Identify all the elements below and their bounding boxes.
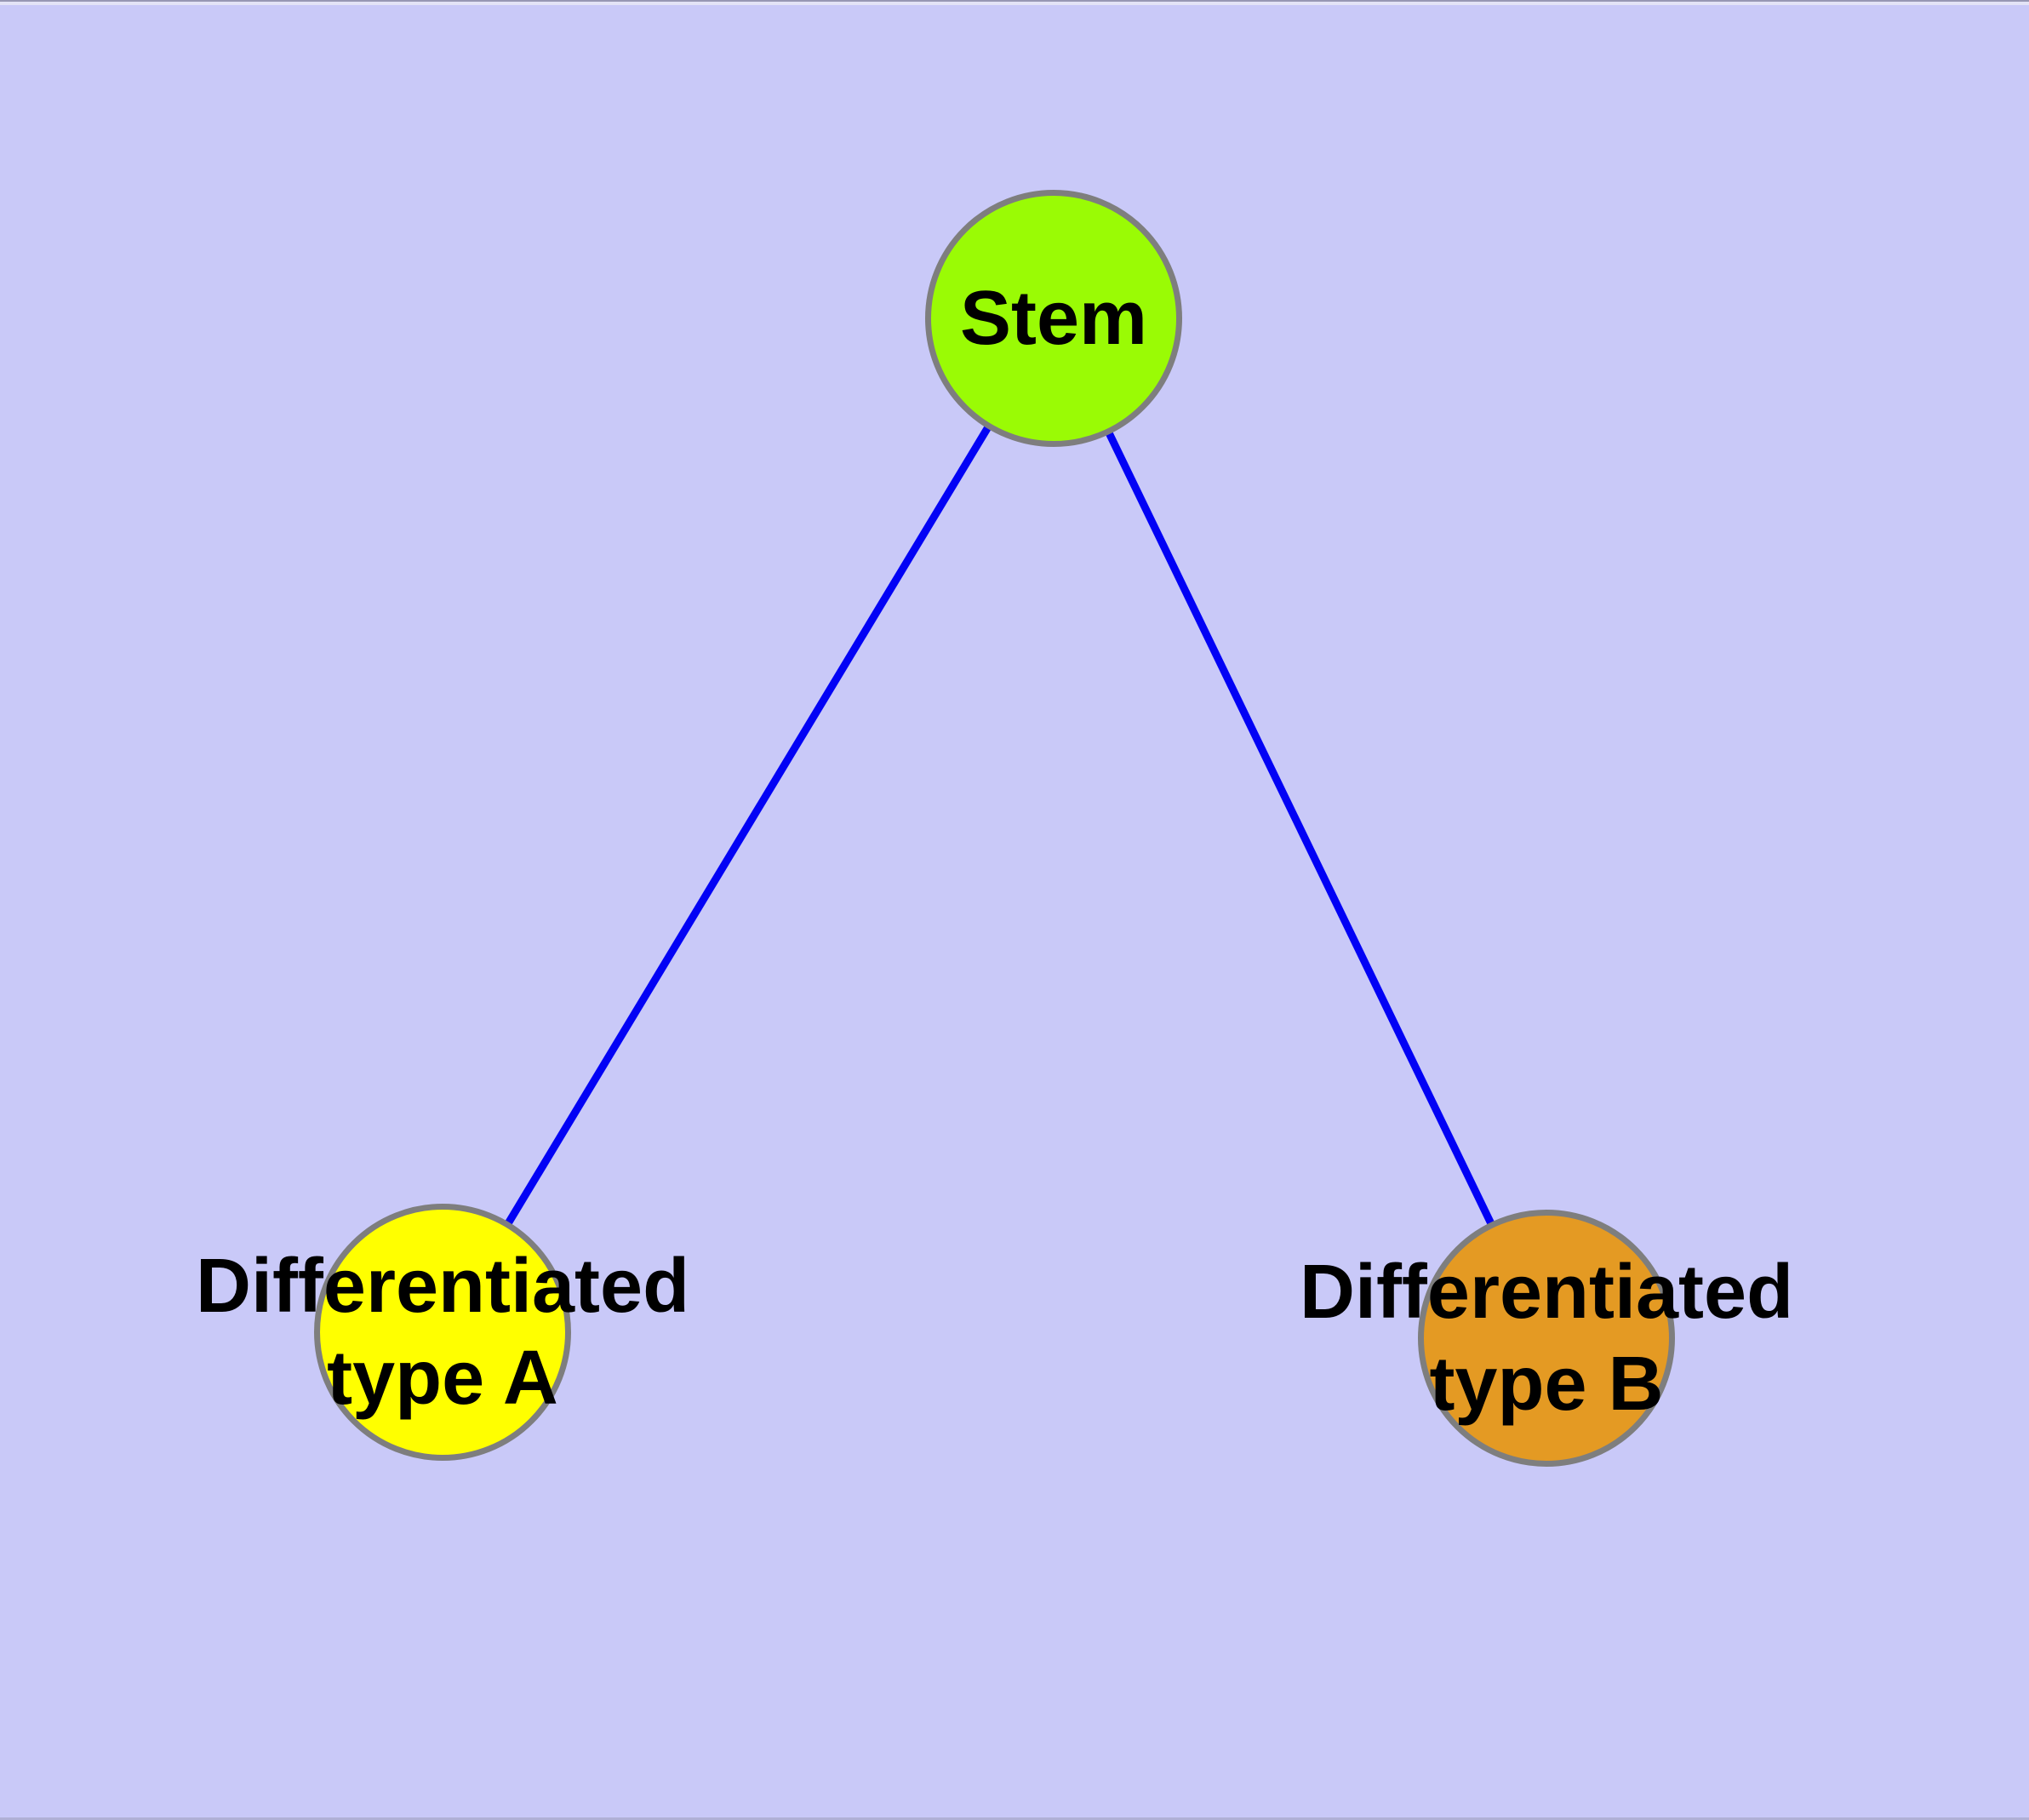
edge-stem-to-type-b [1049, 317, 1551, 1340]
window-bottom-edge [0, 1817, 2029, 1820]
node-stem: Stem [925, 190, 1182, 447]
node-stem-label: Stem [960, 272, 1147, 364]
node-differentiated-type-a-label-line1: Differentiated [195, 1244, 690, 1329]
window-top-edge [0, 0, 2029, 5]
node-differentiated-type-a: Differentiated type A [196, 1204, 689, 1461]
node-differentiated-type-a-circle[interactable] [314, 1204, 571, 1461]
node-differentiated-type-a-label-line2: type A [327, 1336, 558, 1421]
node-differentiated-type-b-label: Differentiated type B [1300, 1246, 1793, 1430]
node-differentiated-type-b-circle[interactable] [1418, 1210, 1675, 1467]
node-stem-circle[interactable] [925, 190, 1182, 447]
node-stem-label-line1: Stem [959, 276, 1148, 361]
node-differentiated-type-b: Differentiated type B [1300, 1210, 1793, 1467]
edge-stem-to-type-a [439, 316, 1057, 1335]
node-differentiated-type-a-label: Differentiated type A [196, 1240, 689, 1424]
node-differentiated-type-b-label-line1: Differentiated [1299, 1250, 1794, 1335]
node-differentiated-type-b-label-line2: type B [1429, 1342, 1664, 1427]
